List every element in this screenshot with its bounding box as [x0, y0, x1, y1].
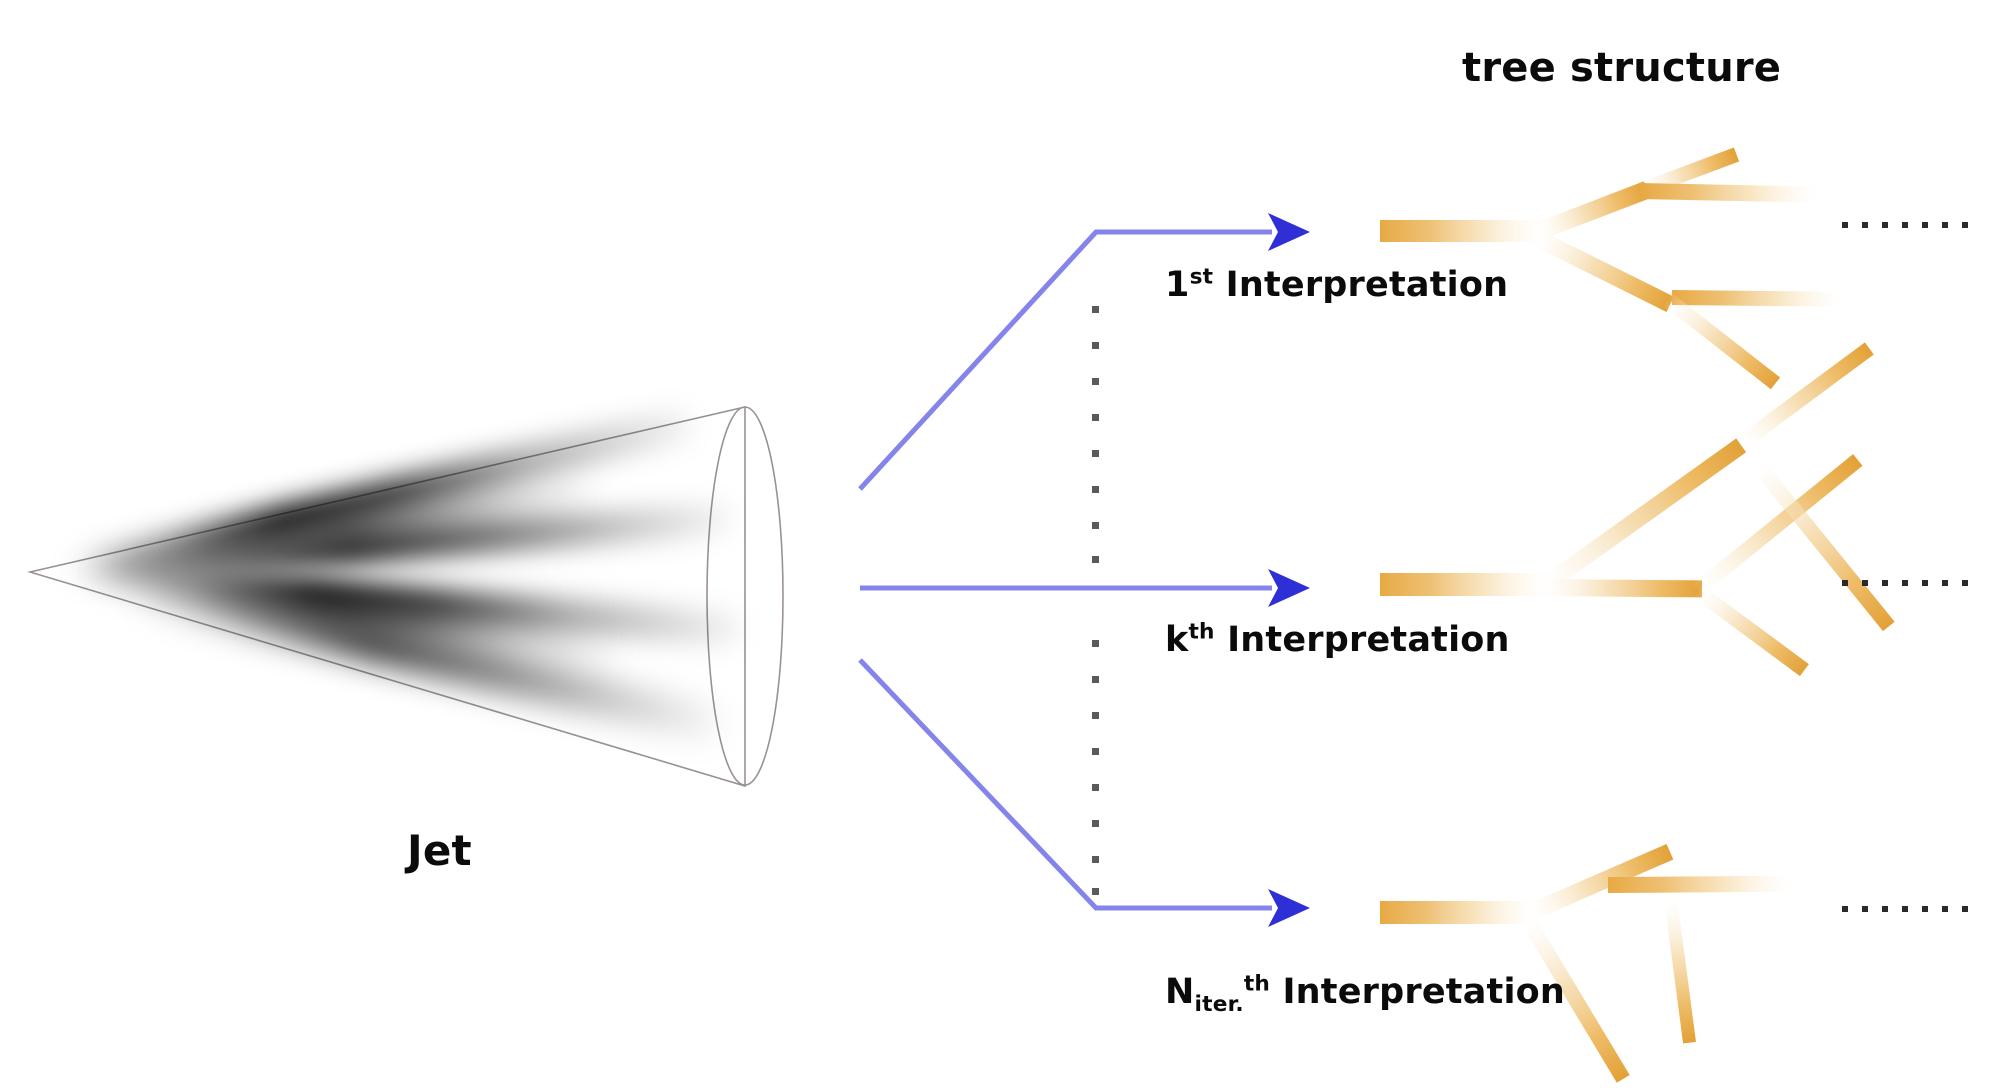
label-kth-superscript: th [1188, 619, 1215, 645]
label-jet: Jet [407, 826, 472, 875]
label-first-superscript: st [1189, 264, 1214, 290]
tree-branch [1380, 901, 1538, 924]
label-nth-prefix: N [1165, 972, 1195, 1012]
label-kth-suffix: Interpretation [1214, 620, 1510, 660]
label-nth-interpretation: Niter.th Interpretation [1165, 972, 1566, 1015]
tree-branch [1692, 454, 1863, 596]
tree-branch [1663, 293, 1781, 390]
tree-nth [1380, 843, 1968, 1083]
arrowhead-nth [1268, 889, 1310, 927]
tree-branch [1607, 875, 1797, 893]
tree-branch [1749, 456, 1895, 632]
tree-branch [1536, 438, 1747, 595]
tree-branch [1380, 573, 1550, 596]
jet-prong [198, 582, 614, 663]
label-kth-prefix: k [1165, 620, 1189, 660]
tree-kth [1380, 342, 1968, 677]
tree-branch [1693, 585, 1809, 677]
arrow-to-first [858, 229, 1272, 491]
jet-prong [94, 561, 743, 646]
tree-branch [1519, 913, 1630, 1083]
jet-prong [178, 480, 594, 564]
label-first-interpretation: 1st Interpretation [1165, 265, 1509, 305]
arrowhead-first [1268, 213, 1310, 251]
tree-branch [1524, 843, 1674, 922]
jet-prong [137, 577, 723, 738]
label-nth-superscript: th [1243, 971, 1271, 997]
jet-prongs [69, 410, 743, 738]
tree-kth-ellipsis [1842, 580, 1968, 586]
vertical-ellipsis-upper [1092, 306, 1099, 563]
label-nth-subscript: iter. [1194, 992, 1244, 1017]
tree-branch [1380, 220, 1545, 242]
vertical-ellipsis-lower [1092, 640, 1099, 895]
tree-branch [1539, 579, 1703, 598]
jet-cone [26, 405, 784, 788]
tree-branch [1530, 228, 1675, 312]
label-first-prefix: 1 [1165, 265, 1190, 305]
page-title: tree structure [1462, 45, 1782, 91]
tree-branch [1736, 342, 1874, 450]
arrow-heads [1268, 213, 1310, 927]
tree-branch [1664, 897, 1696, 1044]
tree-first-ellipsis [1842, 222, 1968, 228]
label-kth-interpretation: kth Interpretation [1165, 620, 1510, 660]
label-first-suffix: Interpretation [1213, 265, 1509, 305]
tree-branch [1671, 290, 1845, 307]
arrow-to-nth [858, 658, 1272, 911]
tree-first [1380, 147, 1968, 390]
interpretation-arrows [858, 229, 1272, 911]
jet-prong [94, 503, 733, 583]
tree-branch [1639, 183, 1821, 203]
arrowhead-kth [1268, 569, 1310, 607]
tree-branch [1533, 181, 1651, 241]
label-nth-suffix: Interpretation [1270, 972, 1566, 1012]
cone-base-ellipse [706, 406, 784, 786]
tree-nth-ellipsis [1842, 906, 1968, 912]
